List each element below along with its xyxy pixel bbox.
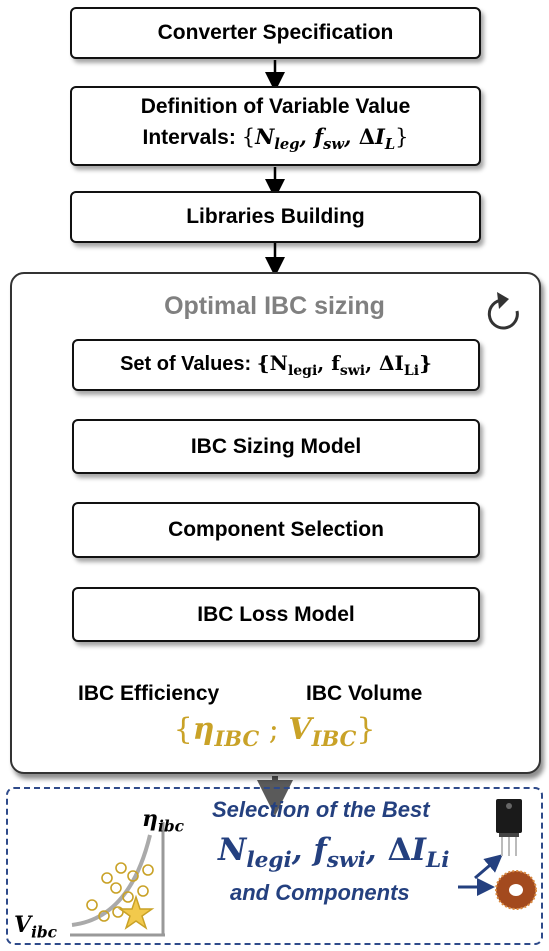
ibc-volume-label: IBC Volume <box>306 682 423 705</box>
variable-intervals-box: Definition of Variable Value Intervals: … <box>70 86 481 166</box>
selection-components-label: and Components <box>230 880 410 905</box>
component-selection-label: Component Selection <box>168 518 384 541</box>
pareto-front-curve <box>71 834 152 927</box>
component-selection-box: Component Selection <box>72 502 480 558</box>
design-point <box>101 872 113 884</box>
set-of-values-label: Set of Values: {Nlegi, fswi, ΔILi} <box>120 351 432 379</box>
ibc-loss-model-label: IBC Loss Model <box>197 602 355 626</box>
arrow-to-transistor <box>474 854 503 880</box>
toroid-inductor-icon <box>495 870 537 910</box>
ibc-loss-model-box: IBC Loss Model <box>72 587 480 642</box>
libraries-building-box: Libraries Building <box>70 191 481 243</box>
libraries-building-label: Libraries Building <box>186 205 365 228</box>
transistor-icon <box>496 799 522 856</box>
variable-intervals-line2: Intervals: {Nleg, fsw, ΔIL} <box>142 123 409 154</box>
design-point <box>142 864 154 876</box>
converter-specification-box: Converter Specification <box>70 7 481 59</box>
ibc-sizing-model-label: IBC Sizing Model <box>190 434 362 458</box>
variable-intervals-line1: Definition of Variable Value <box>140 94 411 118</box>
design-point <box>86 899 98 911</box>
design-point <box>110 882 122 894</box>
ibc-sizing-model-box: IBC Sizing Model <box>72 419 480 474</box>
design-point <box>115 862 127 874</box>
selection-title: Selection of the Best <box>212 797 430 822</box>
converter-specification-label: Converter Specification <box>157 21 394 44</box>
design-point <box>127 870 139 882</box>
ibc-efficiency-label: IBC Efficiency <box>78 682 220 705</box>
design-point <box>98 910 110 922</box>
best-selection-panel <box>6 787 543 945</box>
objectives-set: {ηIBC ; VIBC} <box>173 712 376 751</box>
plot-x-label: Vibc <box>14 912 58 942</box>
selection-variables: Nlegi, fswi, ΔILi <box>218 832 450 874</box>
set-of-values-box: Set of Values: {Nlegi, fswi, ΔILi} <box>72 339 480 391</box>
star-icon <box>117 894 155 930</box>
plot-y-label: ηibc <box>142 806 184 836</box>
optimal-ibc-sizing-title: Optimal IBC sizing <box>164 292 385 320</box>
design-point <box>122 891 134 903</box>
design-point <box>137 885 149 897</box>
